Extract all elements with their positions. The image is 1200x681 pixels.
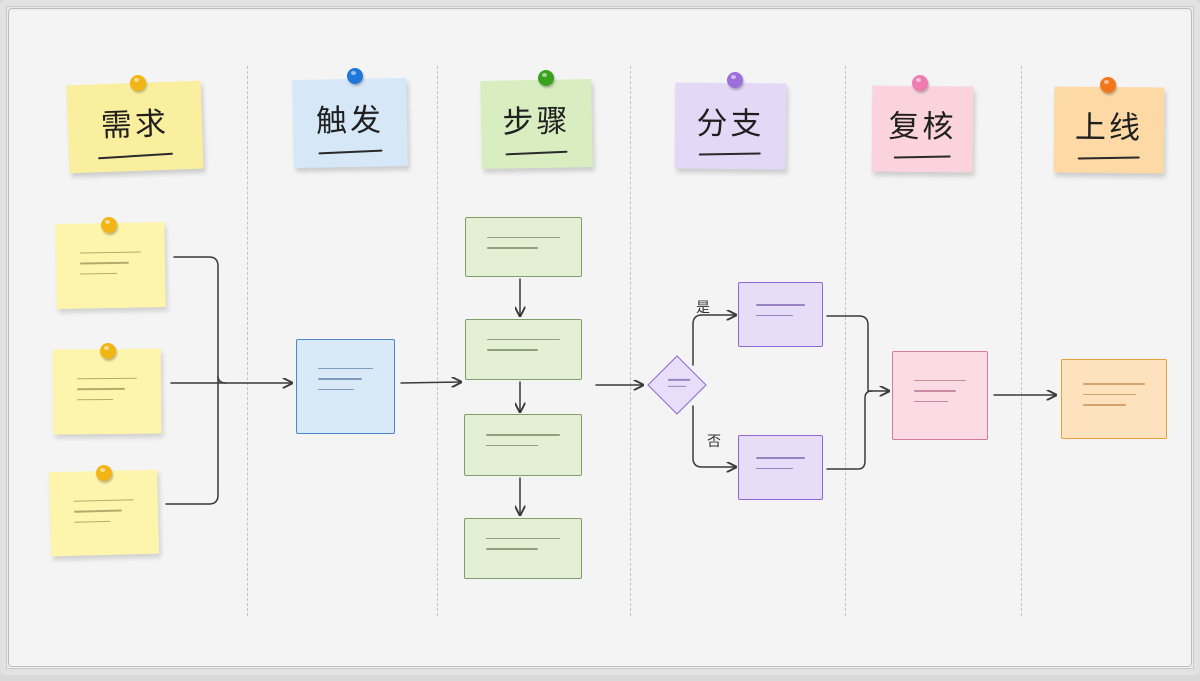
- step-card[interactable]: [465, 319, 582, 380]
- release-card[interactable]: [1061, 359, 1167, 439]
- connector-line: [826, 390, 873, 470]
- pin-icon: [101, 217, 117, 233]
- connector-line: [217, 375, 227, 384]
- pin-icon: [347, 68, 363, 84]
- branch-card-yes[interactable]: [738, 282, 823, 347]
- pin-icon: [130, 75, 146, 91]
- branch-label-no: 否: [707, 434, 721, 450]
- column-divider: [630, 66, 631, 616]
- connector-line: [692, 315, 735, 366]
- step-card[interactable]: [464, 414, 582, 476]
- trigger-card[interactable]: [296, 339, 395, 434]
- review-card[interactable]: [892, 351, 988, 440]
- connector-line: [165, 256, 219, 505]
- column-divider: [437, 66, 438, 616]
- connector-line: [692, 405, 735, 467]
- pin-icon: [538, 70, 554, 86]
- column-divider: [845, 66, 846, 616]
- step-card[interactable]: [465, 217, 582, 277]
- pin-icon: [100, 343, 116, 359]
- branch-card-no[interactable]: [738, 435, 823, 500]
- connector-line: [826, 315, 888, 391]
- step-card[interactable]: [464, 518, 582, 579]
- pin-icon: [96, 465, 112, 481]
- column-divider: [1021, 66, 1022, 616]
- pin-icon: [912, 75, 928, 91]
- branch-label-yes: 是: [696, 300, 710, 316]
- pin-icon: [1100, 77, 1116, 93]
- connector-line: [400, 382, 460, 383]
- flow-arrows: [165, 256, 1200, 681]
- pin-icon: [727, 72, 743, 88]
- column-divider: [247, 66, 248, 616]
